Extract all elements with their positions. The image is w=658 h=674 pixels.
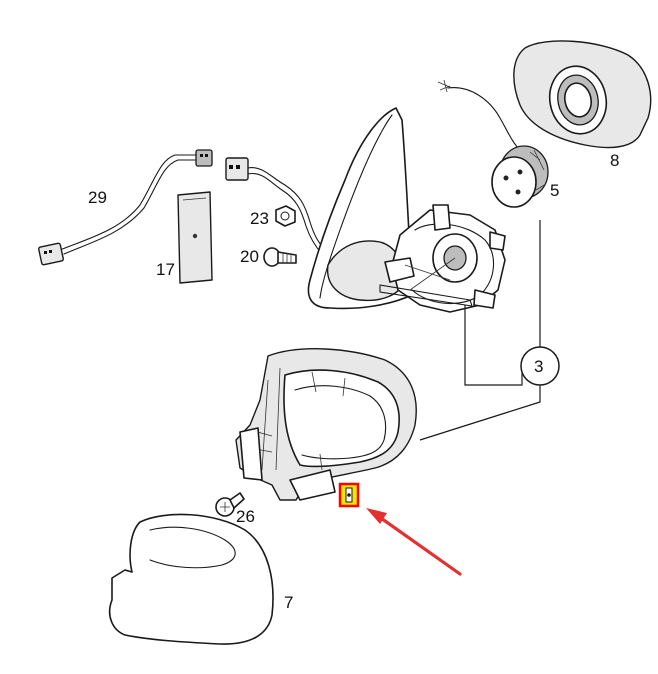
callout-23: 23 — [250, 209, 269, 228]
part-7-cover — [108, 513, 274, 645]
part-20-screw — [263, 247, 297, 267]
callout-17: 17 — [156, 260, 175, 279]
part-17-pad — [177, 191, 213, 284]
callout-3-leaders — [419, 220, 541, 441]
part-8-gasket — [513, 40, 652, 149]
callout-8: 8 — [610, 151, 619, 170]
part-3-bracket — [379, 204, 506, 313]
callout-26: 26 — [236, 507, 255, 526]
mirror-harness — [225, 157, 326, 255]
part-26-screw — [215, 492, 245, 517]
callout-20: 20 — [240, 247, 259, 266]
red-arrow — [366, 508, 462, 576]
callout-3-circle — [520, 346, 560, 386]
part-29-harness — [38, 149, 213, 266]
mirror-base-frame — [235, 348, 417, 501]
callout-7: 7 — [284, 593, 293, 612]
callout-5: 5 — [550, 181, 559, 200]
highlighted-part-marker — [338, 482, 360, 508]
callout-3: 3 — [534, 357, 543, 376]
part-23-nut — [275, 205, 296, 227]
callout-29: 29 — [88, 188, 107, 207]
part-5-motor — [437, 79, 549, 208]
